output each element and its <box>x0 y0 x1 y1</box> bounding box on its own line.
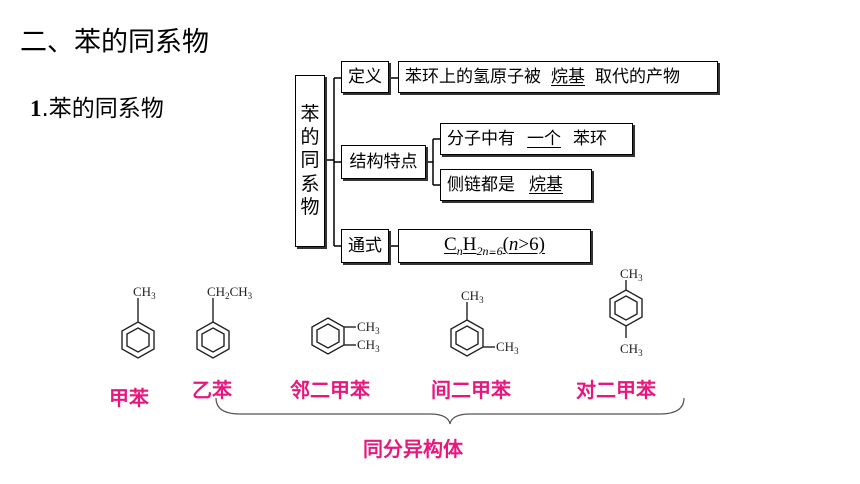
structure-item1-before: 分子中有 <box>447 128 515 149</box>
root-char: 同 <box>300 149 320 172</box>
general-formula: CnH2n−6(n>6) <box>414 235 575 257</box>
structure-item1-box: 分子中有 一个 苯环 <box>440 123 633 155</box>
structure-label: 结构特点 <box>349 151 418 172</box>
section-title: 二、苯的同系物 <box>20 27 209 58</box>
structure-item2-before: 侧链都是 <box>447 174 515 195</box>
o-xylene-ch3-a: CH3 <box>357 319 380 336</box>
molecule-name-o-xylene: 邻二甲苯 <box>290 378 370 402</box>
p-xylene-structure <box>609 280 643 338</box>
o-xylene-ch3-b: CH3 <box>357 337 380 354</box>
ethylbenzene-ch2ch3: CH2CH3 <box>207 284 253 301</box>
formula-n: n <box>456 243 463 258</box>
molecule-name-ethylbenzene: 乙苯 <box>192 378 232 402</box>
formula-label-box: 通式 <box>341 229 389 263</box>
definition-text-after: 取代的产物 <box>595 66 680 87</box>
definition-label: 定义 <box>348 66 382 87</box>
subsection-number: 1 <box>30 96 42 121</box>
ethylbenzene-structure <box>196 298 230 359</box>
formula-cond-n: n <box>508 234 519 256</box>
toluene-ch3: CH3 <box>133 284 156 301</box>
root-char: 苯 <box>300 103 320 126</box>
formula-c: C <box>444 234 457 256</box>
definition-content-box: 苯环上的氢原子被 烷基 取代的产物 <box>398 61 718 93</box>
toluene-structure <box>121 298 155 359</box>
isomer-label: 同分异构体 <box>363 437 463 461</box>
definition-answer: 烷基 <box>551 66 585 87</box>
isomer-brace <box>215 397 685 425</box>
o-xylene-structure <box>311 317 356 355</box>
subsection-title: 1.苯的同系物 <box>30 89 164 123</box>
definition-text-before: 苯环上的氢原子被 <box>405 66 541 87</box>
structure-item1-answer: 一个 <box>527 128 561 149</box>
subsection-text: .苯的同系物 <box>41 96 164 122</box>
root-char: 系 <box>300 172 320 195</box>
formula-h: H <box>462 234 477 256</box>
definition-label-box: 定义 <box>341 61 389 93</box>
p-xylene-ch3-b: CH3 <box>620 341 643 358</box>
structure-item2-box: 侧链都是 烷基 <box>440 169 592 201</box>
formula-label: 通式 <box>348 235 382 256</box>
formula-cond-rest: >6) <box>518 234 545 256</box>
m-xylene-ch3-b: CH3 <box>496 339 519 356</box>
formula-content-box: CnH2n−6(n>6) <box>398 229 591 263</box>
m-xylene-ch3-a: CH3 <box>461 288 484 305</box>
p-xylene-ch3-a: CH3 <box>620 266 643 283</box>
molecule-name-m-xylene: 间二甲苯 <box>431 378 511 402</box>
structure-label-box: 结构特点 <box>341 145 426 179</box>
structure-item2-answer: 烷基 <box>529 174 563 195</box>
root-char: 的 <box>300 126 320 149</box>
formula-h-subscript: 2n−6 <box>476 243 503 258</box>
formula-cond-open: ( <box>502 234 509 256</box>
structure-item1-after: 苯环 <box>573 128 607 149</box>
molecule-name-toluene: 甲苯 <box>109 386 149 410</box>
root-box-benzene-homologs: 苯 的 同 系 物 <box>295 75 325 247</box>
m-xylene-structure <box>450 302 495 357</box>
root-char: 物 <box>300 195 320 218</box>
molecule-name-p-xylene: 对二甲苯 <box>576 378 656 402</box>
